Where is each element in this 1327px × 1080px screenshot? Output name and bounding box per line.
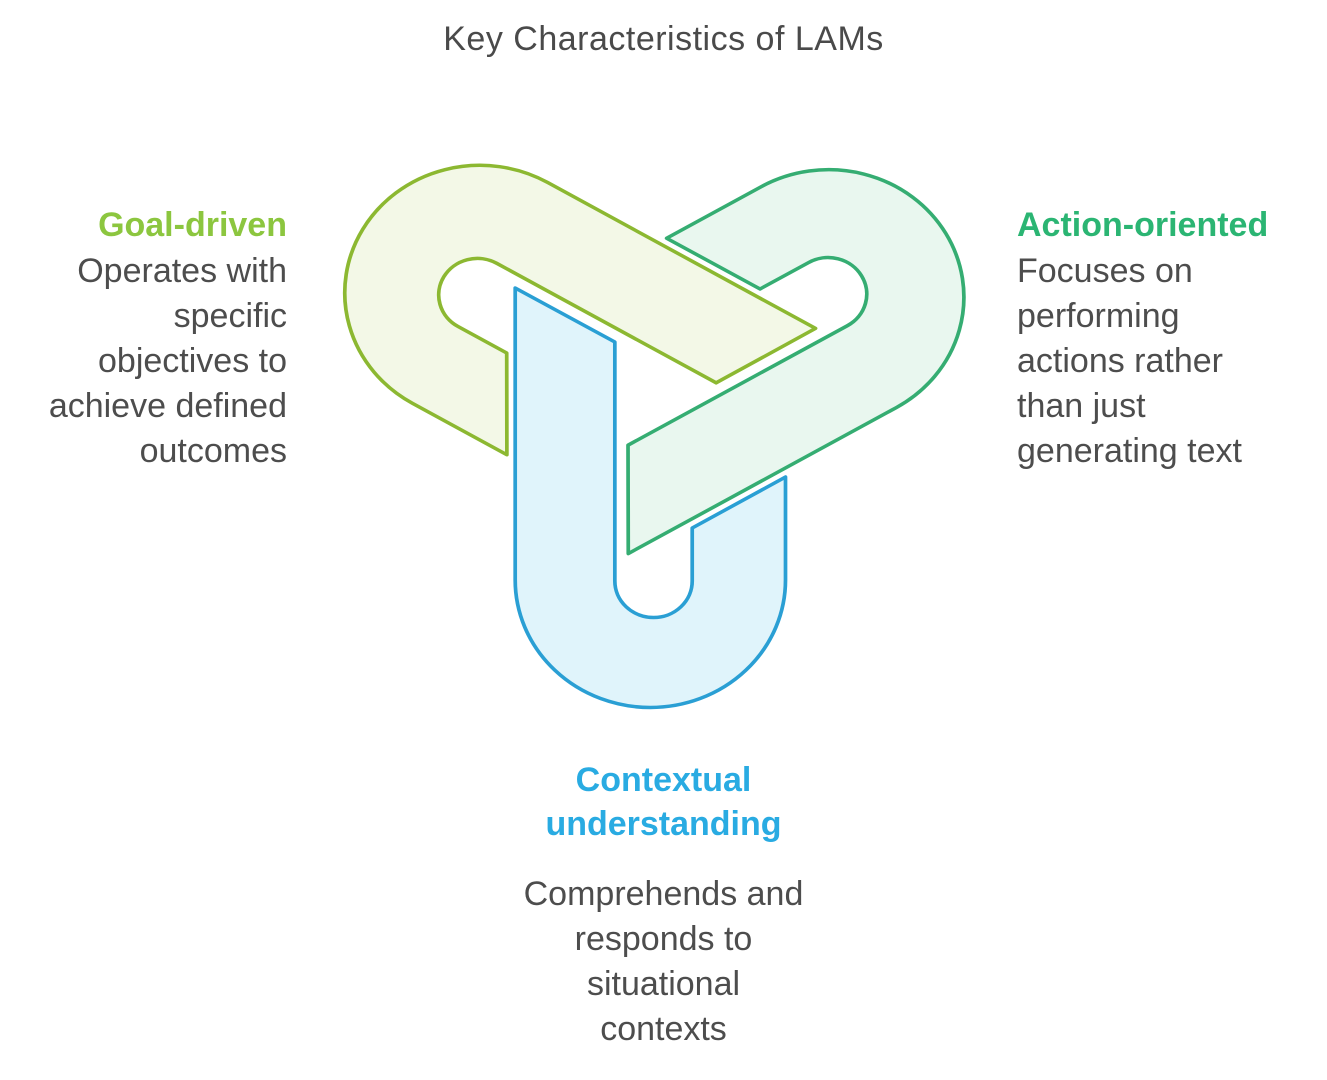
goal-driven-label: Goal-driven Operates with specific objec…	[0, 203, 287, 474]
contextual-understanding-description: Comprehends and responds to situational …	[523, 875, 804, 1048]
action-oriented-label: Action-oriented Focuses on performing ac…	[1017, 203, 1327, 474]
contextual-understanding-label: Contextual understanding Comprehends and…	[0, 758, 1327, 1052]
action-oriented-heading: Action-oriented	[1017, 206, 1269, 244]
diagram-title: Key Characteristics of LAMs	[443, 20, 884, 58]
goal-driven-heading: Goal-driven	[98, 206, 287, 244]
contextual-understanding-heading: Contextual understanding	[545, 761, 782, 843]
action-oriented-description: Focuses on performing actions rather tha…	[1017, 252, 1242, 470]
goal-driven-description: Operates with specific objectives to ach…	[48, 252, 287, 470]
